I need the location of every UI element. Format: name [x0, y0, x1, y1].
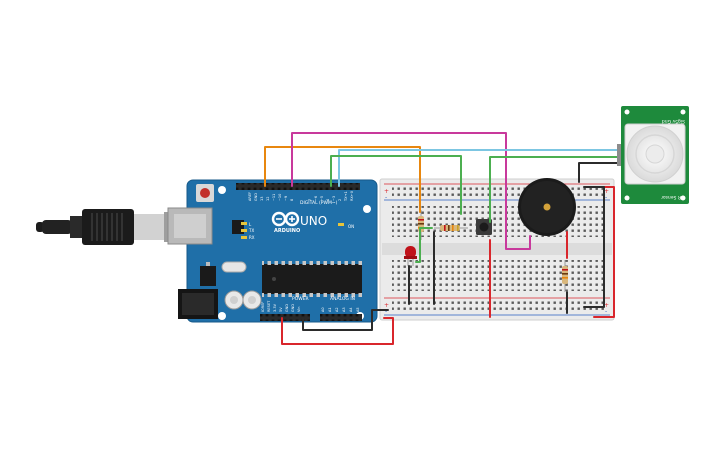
wire-orange[interactable] [264, 146, 421, 213]
digital-pin-label: ~9 [284, 196, 288, 201]
rail-minus-label: - [385, 308, 387, 315]
power-pin-label: IOREF [261, 302, 265, 312]
rail-plus-label: + [604, 302, 609, 309]
digital-pin-label: ~11 [272, 194, 276, 201]
wire-magenta[interactable] [291, 132, 531, 250]
digital-pin-label: 4 [326, 198, 330, 201]
pushbutton[interactable] [476, 219, 492, 235]
wire-green[interactable] [330, 155, 462, 215]
power-header-label: POWER [292, 296, 309, 302]
power-header [260, 314, 310, 321]
digital-pin-label: ~3 [332, 196, 336, 201]
resistor[interactable] [562, 260, 568, 292]
analog-header-label: ANALOG IN [330, 296, 355, 302]
analog-pin-label: A3 [342, 307, 346, 312]
pir-name-label: PIR Sensor [661, 194, 685, 200]
analog-header [320, 314, 362, 321]
power-pin-label: GND [291, 304, 295, 312]
wire-green[interactable] [415, 227, 433, 263]
digital-header [236, 183, 360, 190]
digital-pin-label: ~6 [314, 196, 318, 201]
atmega-chip [262, 264, 362, 294]
rail-plus-label: + [604, 188, 609, 195]
digital-pin-label: 2 [338, 199, 342, 201]
wire-black[interactable] [583, 186, 605, 308]
digital-pin-label: 7 [308, 199, 312, 201]
rail-minus-label: - [605, 194, 607, 201]
rail-plus-label: + [384, 188, 389, 195]
arduino-logo [271, 211, 300, 227]
rail-plus-label: + [384, 302, 389, 309]
digital-pin-label: 13 [260, 197, 264, 201]
digital-pin-label: 12 [266, 197, 270, 201]
power-pin-label: GND [285, 304, 289, 312]
digital-header-label: DIGITAL (PWM~) [300, 200, 338, 206]
red-led[interactable] [404, 246, 417, 266]
analog-pin-label: A4 [349, 307, 353, 312]
wire-red[interactable] [281, 317, 394, 345]
rail-minus-label: - [385, 194, 387, 201]
pir-pin-label: Sig5v Gnd [662, 118, 685, 124]
wires [264, 132, 618, 345]
power-pin-label: Vin [297, 306, 301, 312]
aref-pin-label: AREF [248, 192, 252, 201]
board-brand-label: ARDUINO [274, 228, 300, 234]
analog-pin-label: A2 [335, 307, 339, 312]
wire-black[interactable] [578, 162, 618, 183]
digital-pin-label: RX←0 [350, 191, 354, 201]
digital-pin-label: ~10 [278, 194, 282, 201]
power-pin-label: RESET [267, 300, 271, 312]
digital-pin-label: 8 [290, 199, 294, 201]
power-pin-label: 5V [279, 307, 283, 312]
pir-sensor[interactable]: Sig5v Gnd PIR Sensor [617, 106, 689, 204]
rail-minus-label: - [605, 308, 607, 315]
wire-black[interactable] [302, 309, 389, 331]
usb-cable [36, 209, 182, 245]
arduino-uno-board: UNO ARDUINO DIGITAL (PWM~) POWER ANALOG … [167, 179, 378, 323]
board-model-label: UNO [300, 214, 327, 228]
analog-pin-label: A0 [321, 307, 325, 312]
gnd-pin-label: GND [254, 193, 258, 201]
voltage-regulator [200, 266, 216, 286]
analog-pin-label: A5 [356, 307, 360, 312]
tx-led-label: TX [248, 228, 254, 233]
piezo-buzzer[interactable] [518, 178, 576, 236]
resistor[interactable] [434, 225, 468, 231]
wire-lightblue[interactable] [338, 149, 618, 187]
on-led-label: ON [348, 224, 354, 229]
wire-green[interactable] [489, 156, 618, 223]
analog-pin-label: A1 [328, 307, 332, 312]
l-led-label: L [249, 222, 252, 227]
rx-led-label: RX [249, 235, 255, 240]
power-pin-label: 3.3V [273, 303, 277, 312]
digital-pin-label: ~5 [320, 196, 324, 201]
digital-pin-label: TX→1 [344, 191, 348, 202]
